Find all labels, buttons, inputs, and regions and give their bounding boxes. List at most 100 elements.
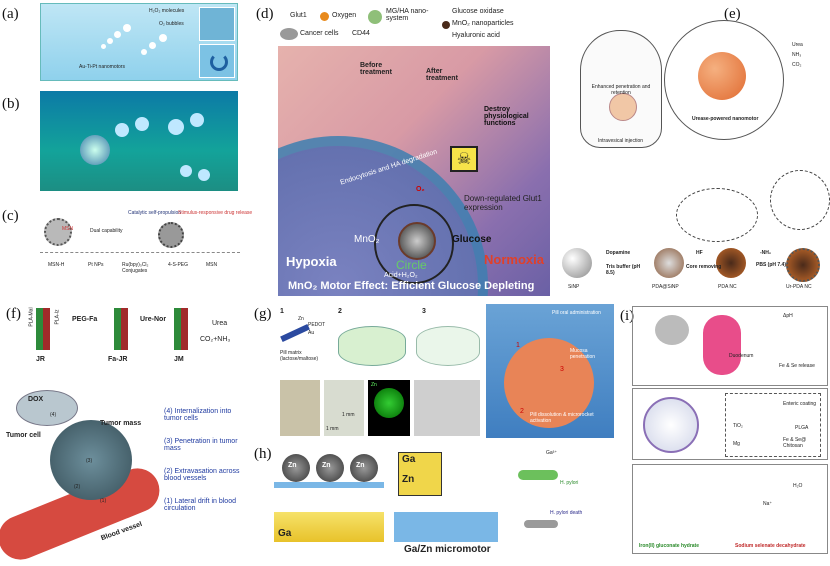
label-hf: HF xyxy=(696,250,703,256)
label-down-regulated: Down-regulated Glut1 expression xyxy=(464,194,542,212)
ga-block xyxy=(274,512,384,542)
panel-f-label: (f) xyxy=(6,306,21,322)
label-dual-capability: Dual capability xyxy=(90,228,123,234)
label-mno2: MnO₂ xyxy=(354,234,380,245)
panel-a-inset-top xyxy=(199,7,235,41)
label-glucose: Glucose xyxy=(452,234,492,245)
urpda-particle xyxy=(786,248,820,282)
label-na: Na⁺ xyxy=(763,501,773,507)
panel-a-label: (a) xyxy=(2,6,19,22)
panel-i-middle: Enteric coating TiO₂ PLGA Mg Fe & Se@ Ch… xyxy=(632,388,828,460)
panel-a-inset-bottom xyxy=(199,44,235,78)
legend-cancer: Cancer cells xyxy=(300,30,339,37)
pill-disc xyxy=(338,326,406,366)
label-o2-bubbles: O₂ bubbles xyxy=(159,21,184,27)
label-s2: 2 xyxy=(520,408,524,415)
label-msn: MSN xyxy=(62,226,74,232)
label-normoxia: Normoxia xyxy=(484,252,544,267)
label-oral: Pill oral administration xyxy=(552,310,601,316)
label-urea: Urea xyxy=(792,42,803,48)
label-pdasinp: PDA@SiNP xyxy=(652,284,679,290)
label-n3: (3) xyxy=(86,458,93,464)
label-urenor: Ure-Nor xyxy=(140,316,167,323)
scale-2: 1 mm xyxy=(342,412,355,418)
label-acid: Acid+H₂O₂ xyxy=(384,272,418,279)
pill-matrix-rocket xyxy=(280,323,310,343)
label-zn-1: Zn xyxy=(288,462,297,469)
mouse-outline xyxy=(580,30,662,148)
label-nanomotors: Au-Ti-Pt nanomotors xyxy=(79,64,125,70)
label-pegfa: PEG-Fa xyxy=(72,316,98,323)
label-circle: Circle xyxy=(396,258,427,272)
panel-i-top: ΔpH Duodenum Fe & Se release xyxy=(632,306,828,386)
stomach-diagram: Pill oral administration Mucosa penetrat… xyxy=(486,304,614,438)
label-pdanc: PDA NC xyxy=(718,284,737,290)
label-tumor-cell: Tumor cell xyxy=(6,432,41,439)
label-co2: CO₂ xyxy=(792,62,802,68)
label-jm: JM xyxy=(174,356,184,363)
panel-b: (b) xyxy=(0,88,242,198)
label-pla-iz: PLA-Iz xyxy=(54,309,61,325)
legend-oxygen: Oxygen xyxy=(332,12,357,19)
label-pill-matrix: Pill matrix (lactose/maltose) xyxy=(280,350,319,362)
label-fajr: Fa-JR xyxy=(108,356,128,363)
label-hypoxia: Hypoxia xyxy=(286,254,337,269)
legend-5: MSN xyxy=(206,262,218,268)
label-n4: (4) xyxy=(50,412,57,418)
label-urease-nanomotor: Urease-powered nanomotor xyxy=(692,116,759,122)
label-pedot: PEDOT xyxy=(308,322,326,328)
legend-cd44: CD44 xyxy=(352,30,370,37)
label-nh2: -NH₂ xyxy=(760,250,772,256)
tumor-scene: DOX Tumor cell Tumor mass Blood vessel (… xyxy=(0,372,167,566)
panel-d-scene: Before treatment After treatment Endocyt… xyxy=(278,46,550,296)
label-injection: Intravesical injection xyxy=(598,138,644,144)
legend-1: MSN-H xyxy=(48,262,65,268)
panel-g: (g) 1 2 3 Zn PEDOT Au Pill matrix (lacto… xyxy=(254,300,618,440)
label-iron: Iron(II) gluconate hydrate xyxy=(639,543,700,549)
panel-e-label: (e) xyxy=(724,6,741,22)
urease-nanomotor xyxy=(698,52,746,100)
panel-h: (h) Zn Zn Zn Ga Ga Zn Ga/Zn micromotor G… xyxy=(254,440,618,556)
panel-a: (a) H₂O₂ molecules O₂ bubbles Au-Ti-Pt n… xyxy=(0,0,242,90)
label-zn-inset: Zn xyxy=(402,474,415,485)
legend-glut1: Glut1 xyxy=(290,12,307,19)
label-zn-2: Zn xyxy=(322,462,331,469)
label-zn-g: Zn xyxy=(298,316,304,322)
micrograph-zn: Zn xyxy=(368,380,410,436)
label-plga: PLGA xyxy=(795,425,809,431)
msn-particle xyxy=(44,218,72,246)
step-g1: 1 xyxy=(280,308,284,315)
pdanc-particle xyxy=(716,248,746,278)
legend-2: Pt NPs xyxy=(88,262,104,268)
label-zn-3: Zn xyxy=(356,462,365,469)
label-mucosa: Mucosa penetration xyxy=(570,348,596,360)
legend-ha: Hyaluronic acid xyxy=(452,32,500,39)
panel-d: (d) Glut1 Oxygen MG/HA nano-system Gluco… xyxy=(252,0,552,300)
label-dissolution: Pill dissolution & microrocket activatio… xyxy=(530,412,594,424)
jr-rod xyxy=(36,308,50,350)
label-ga-inset: Ga xyxy=(402,454,416,465)
legend-4: 4-S-PEG xyxy=(168,262,189,268)
label-after-treatment: After treatment xyxy=(426,68,458,82)
label-urpda: Ur-PDA NC xyxy=(786,284,812,290)
label-sinp: SiNP xyxy=(568,284,580,290)
panel-f: (f) PLA-Mal PLA-Iz PEG-Fa Ure-Nor Urea C… xyxy=(0,300,250,566)
legend-3: Ru(bpy)₃Cl₂ Conjugates xyxy=(122,262,149,274)
step-2: (2) Extravasation across blood vessels xyxy=(164,468,240,482)
panel-b-image xyxy=(40,91,238,191)
label-s1: 1 xyxy=(516,342,520,349)
label-s3: 3 xyxy=(560,366,564,373)
label-tio2: TiO₂ xyxy=(733,423,743,429)
label-self-propulsion: Catalytic self-propulsion xyxy=(128,210,182,216)
panel-d-label: (d) xyxy=(256,6,274,22)
skull-icon: ☠ xyxy=(450,146,478,172)
label-fese: Fe & Se release xyxy=(779,363,815,369)
label-urea-f: Urea xyxy=(212,320,228,327)
label-h2o: H₂O xyxy=(793,483,803,489)
label-core: Core removing xyxy=(686,264,722,270)
label-hpylori: H. pylori xyxy=(560,480,579,486)
label-pla-mal: PLA-Mal xyxy=(28,307,35,327)
step-1: (1) Lateral drift in blood circulation xyxy=(164,498,236,512)
label-tumor-mass: Tumor mass xyxy=(100,420,142,427)
label-dox: DOX xyxy=(28,396,44,403)
